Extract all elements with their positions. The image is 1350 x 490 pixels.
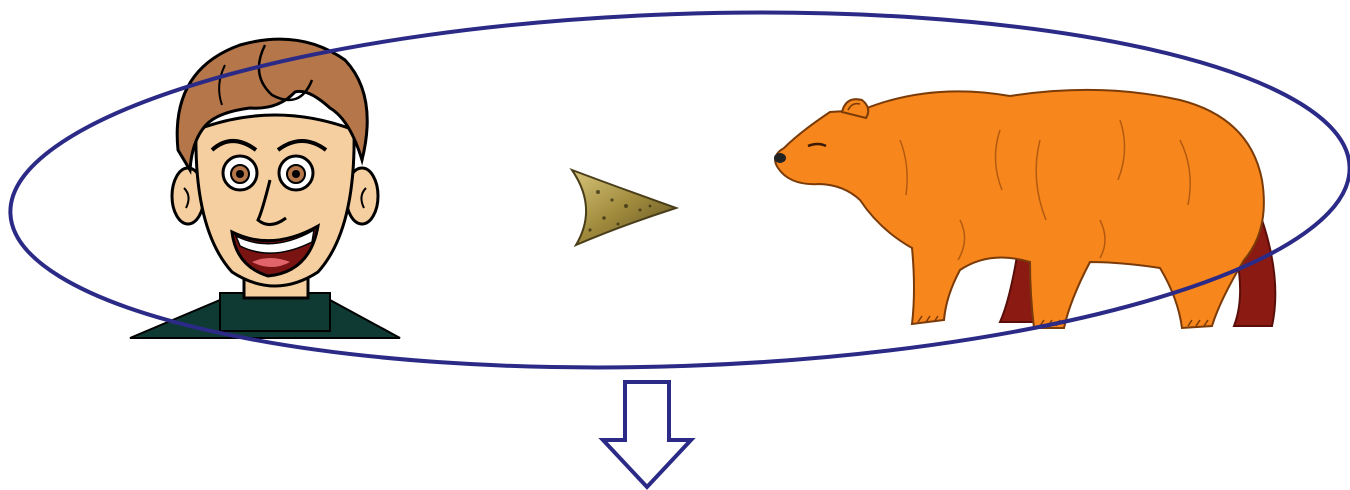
down-arrow-icon: [603, 382, 691, 487]
bear-icon: [774, 90, 1275, 328]
man-face-icon: [130, 39, 400, 338]
arrowhead-icon: [572, 170, 676, 245]
